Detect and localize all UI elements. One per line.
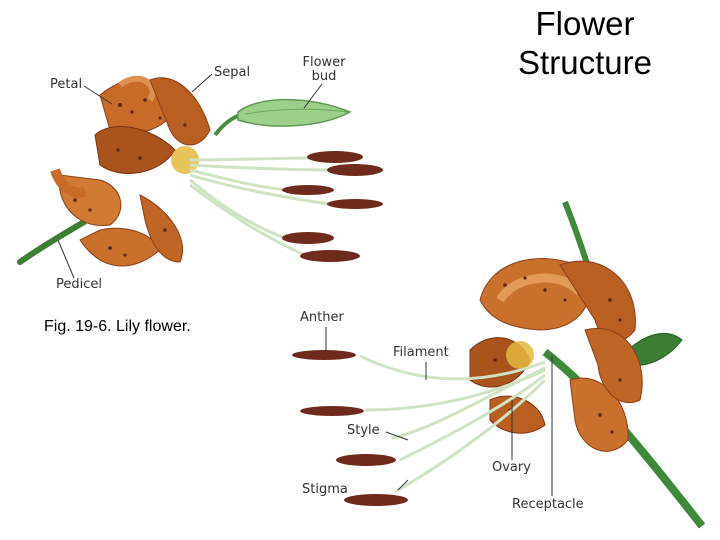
bottom-filaments bbox=[359, 354, 547, 494]
label-stigma: Stigma bbox=[302, 482, 348, 497]
label-flower-bud-line-2: bud bbox=[311, 69, 337, 84]
top-flower bbox=[17, 73, 383, 279]
top-pedicel-stem bbox=[17, 219, 87, 265]
bottom-leader-lines bbox=[325, 327, 553, 496]
top-anthers bbox=[282, 151, 383, 262]
label-filament: Filament bbox=[393, 345, 449, 360]
top-petal-right bbox=[139, 194, 184, 263]
label-style: Style bbox=[347, 423, 380, 438]
bottom-flower bbox=[292, 200, 706, 529]
top-filaments bbox=[189, 156, 331, 257]
top-sepal bbox=[149, 77, 211, 146]
label-pedicel: Pedicel bbox=[56, 277, 102, 292]
label-petal: Petal bbox=[50, 77, 83, 92]
top-petal-lower bbox=[79, 227, 161, 267]
top-petal-left bbox=[58, 174, 122, 226]
label-ovary: Ovary bbox=[492, 460, 531, 475]
bottom-anthers bbox=[292, 350, 408, 506]
top-petal-spots bbox=[73, 98, 187, 257]
top-leader-lines bbox=[57, 73, 323, 279]
figure-caption: Fig. 19-6. Lily flower. bbox=[44, 318, 191, 335]
title-line-1: Flower bbox=[535, 5, 635, 42]
title-line-2: Structure bbox=[518, 44, 652, 81]
slide-title: Flower Structure bbox=[486, 4, 684, 82]
flower-bud bbox=[237, 98, 352, 127]
label-flower-bud: Flower bud bbox=[300, 56, 348, 84]
label-flower-bud-line-1: Flower bbox=[302, 55, 346, 70]
label-receptacle: Receptacle bbox=[512, 497, 584, 512]
label-sepal: Sepal bbox=[214, 65, 251, 80]
bottom-petal-side bbox=[584, 328, 643, 403]
label-anther: Anther bbox=[300, 310, 344, 325]
